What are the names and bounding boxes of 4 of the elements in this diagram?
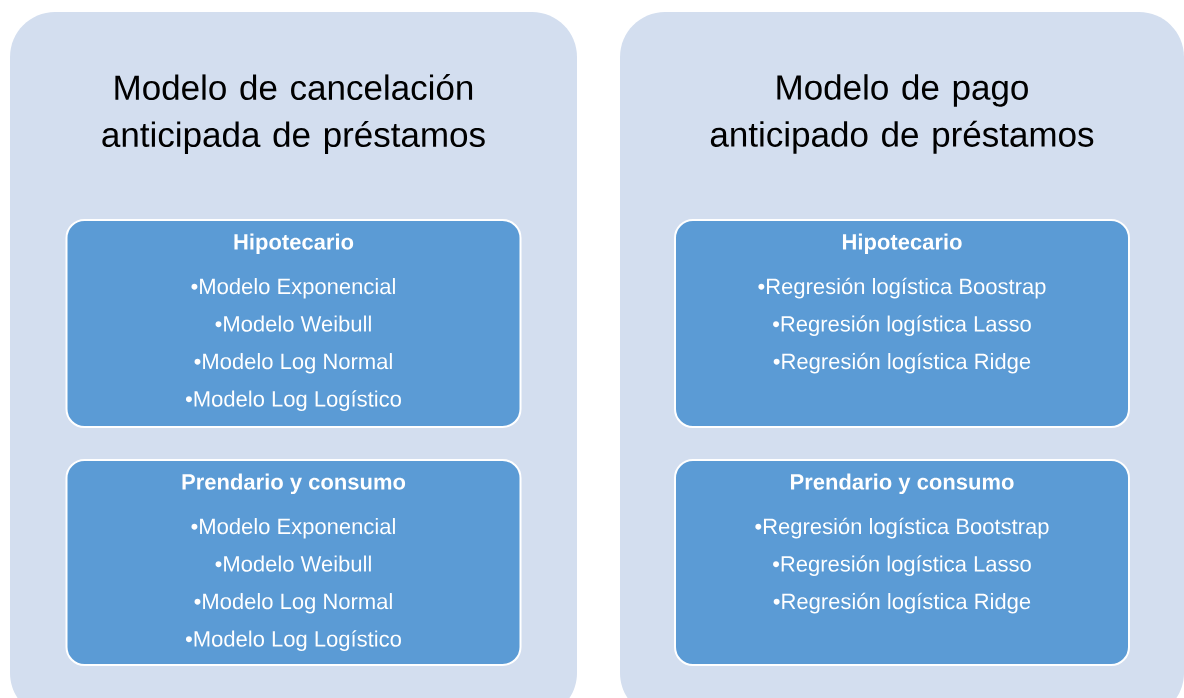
model-box: Prendario y consumo •Regresión logística Bootstrap •Regresión logística Lasso •Regresión logística Ridge (674, 459, 1130, 666)
model-box: Prendario y consumo •Modelo Exponencial •Modelo Weibull •Modelo Log Normal •Modelo Log Logístico (65, 459, 522, 666)
model-box: Hipotecario •Regresión logística Boostrap •Regresión logística Lasso •Regresión logística Ridge (674, 219, 1130, 428)
model-box: Hipotecario •Modelo Exponencial •Modelo Weibull •Modelo Log Normal •Modelo Log Logístico (65, 219, 522, 428)
